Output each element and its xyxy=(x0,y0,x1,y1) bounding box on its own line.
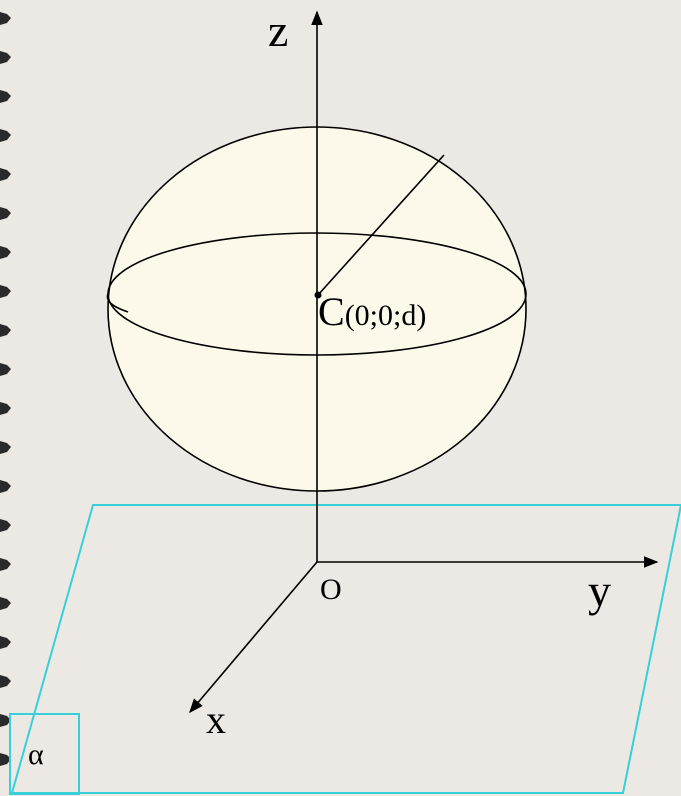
center-label: C(0;0;d) xyxy=(318,292,426,332)
sphere-radius xyxy=(317,154,445,296)
binding-ring xyxy=(0,246,11,259)
binding-ring xyxy=(0,363,11,376)
plane-alpha xyxy=(10,504,681,794)
binding-ring xyxy=(0,441,11,454)
binding-ring xyxy=(0,90,11,103)
binding-ring xyxy=(0,519,11,532)
binding-ring xyxy=(0,168,11,181)
plane-alpha-label: α xyxy=(28,738,44,771)
center-letter: C xyxy=(318,289,345,334)
binding-ring xyxy=(0,12,11,25)
binding-ring xyxy=(0,714,11,727)
binding-ring xyxy=(0,753,11,766)
y-axis-label: y xyxy=(588,565,611,616)
binding-strip xyxy=(0,12,11,766)
binding-ring xyxy=(0,480,11,493)
x-axis-label: x xyxy=(206,697,226,742)
binding-ring xyxy=(0,402,11,415)
binding-ring xyxy=(0,324,11,337)
x-axis xyxy=(189,561,318,714)
center-point xyxy=(314,291,322,299)
binding-ring xyxy=(0,129,11,142)
binding-ring xyxy=(0,285,11,298)
center-coordinates: (0;0;d) xyxy=(344,299,427,332)
equator-hook xyxy=(106,293,129,313)
binding-ring xyxy=(0,636,11,649)
binding-ring xyxy=(0,675,11,688)
z-axis-label: z xyxy=(268,5,289,56)
binding-ring xyxy=(0,51,11,64)
binding-ring xyxy=(0,207,11,220)
origin-label: O xyxy=(320,573,342,606)
binding-ring xyxy=(0,597,11,610)
binding-ring xyxy=(0,558,11,571)
plane-label-box xyxy=(9,713,80,795)
